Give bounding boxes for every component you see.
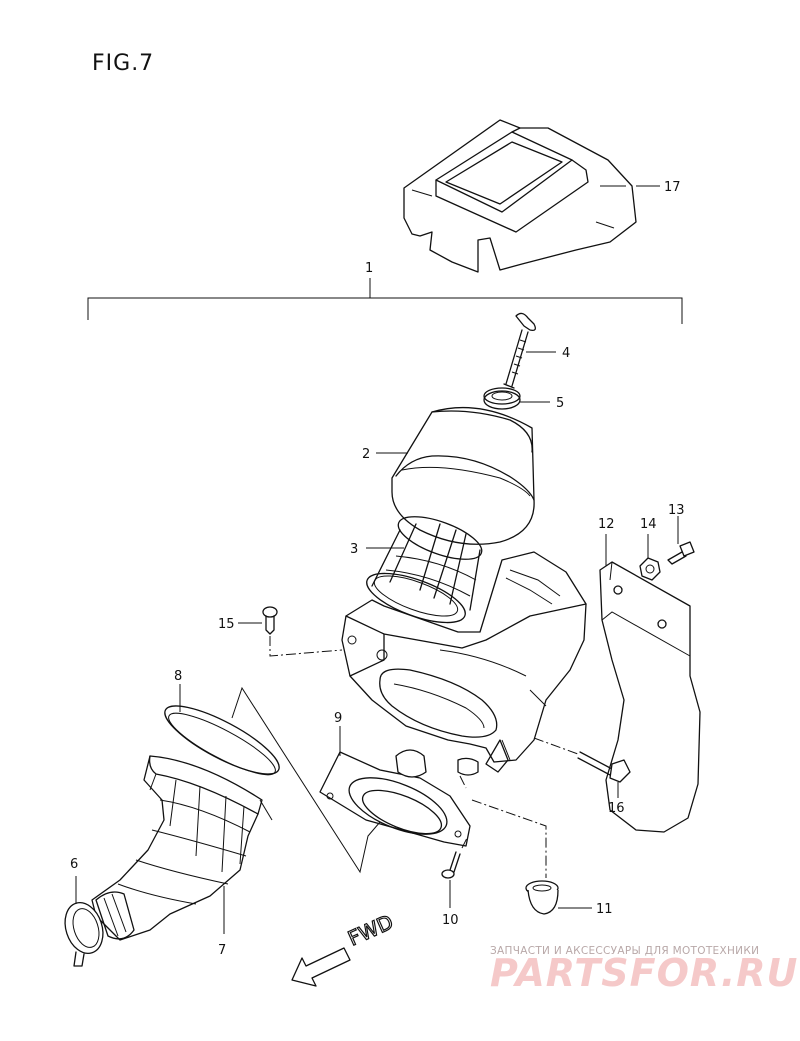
watermark-brand: PARTSFOR.RU	[490, 951, 798, 995]
label-2: 2	[362, 447, 370, 462]
part-11-drain-cap	[525, 880, 559, 915]
label-13: 13	[668, 503, 685, 518]
part-2-air-filter	[391, 406, 535, 545]
label-12: 12	[598, 517, 615, 532]
label-16: 16	[608, 801, 625, 816]
label-14: 14	[640, 517, 657, 532]
part-9-flange	[319, 749, 471, 847]
label-8: 8	[174, 669, 182, 684]
label-5: 5	[556, 396, 564, 411]
airbox-housing	[341, 551, 587, 776]
figure-title: FIG.7	[92, 51, 154, 76]
label-1: 1	[365, 261, 373, 276]
label-15: 15	[218, 617, 235, 632]
part-7-intake-duct	[91, 755, 263, 941]
part-12-bracket-plate	[599, 561, 701, 833]
assembly-bracket	[87, 278, 683, 324]
label-3: 3	[350, 542, 358, 557]
part-15-screw	[262, 606, 278, 635]
part-4-wing-bolt	[503, 312, 536, 389]
label-6: 6	[70, 857, 78, 872]
label-9: 9	[334, 711, 342, 726]
forward-direction-arrow	[291, 947, 351, 987]
part-10-screw	[441, 851, 461, 879]
label-4: 4	[562, 346, 570, 361]
label-7: 7	[218, 943, 226, 958]
part-17-cover	[403, 119, 637, 273]
part-13-bolt	[667, 541, 695, 565]
label-10: 10	[442, 913, 459, 928]
part-5-washer	[483, 387, 521, 410]
watermark-tagline: ЗАПЧАСТИ И АКСЕССУАРЫ ДЛЯ МОТОТЕХНИКИ	[490, 945, 759, 957]
part-8-clamp-ring	[164, 705, 280, 776]
part-16-bolt	[577, 751, 631, 783]
watermark-logo: ЗАПЧАСТИ И АКСЕССУАРЫ ДЛЯ МОТОТЕХНИКИ PA…	[490, 945, 798, 995]
fwd-label: FWD	[344, 910, 396, 951]
label-17: 17	[664, 180, 681, 195]
part-6-hose-clamp	[64, 902, 104, 967]
label-11: 11	[596, 902, 613, 917]
part-14-nut	[639, 557, 661, 581]
